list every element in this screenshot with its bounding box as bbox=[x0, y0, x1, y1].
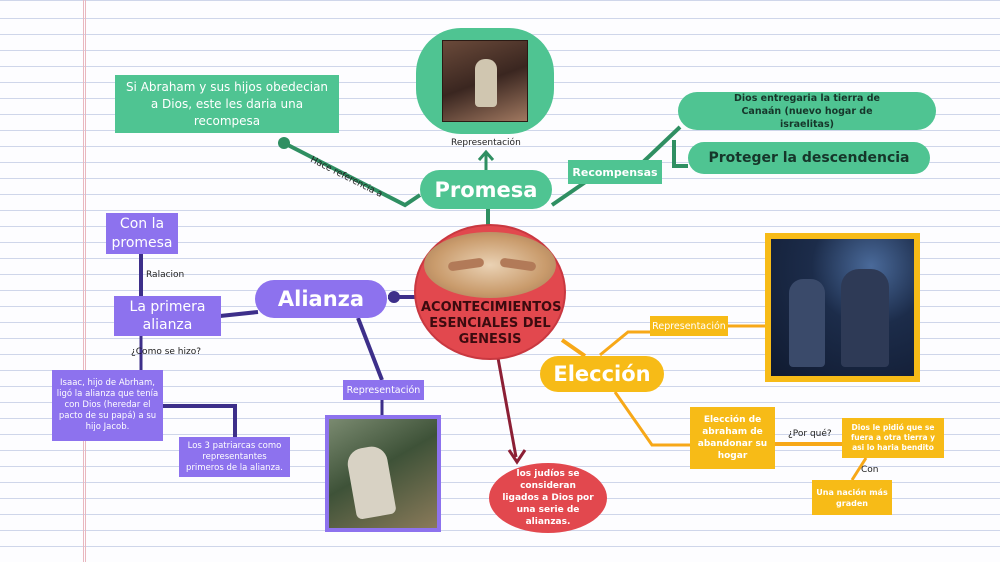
link-isaac-patriarcas bbox=[162, 404, 237, 437]
link-alianza-primera bbox=[219, 310, 259, 318]
reward-descendencia[interactable]: Proteger la descendencia bbox=[688, 142, 930, 174]
link-dios-pidio-nacion bbox=[850, 457, 868, 481]
primera-alianza-box[interactable]: La primera alianza bbox=[114, 296, 221, 336]
eleccion-representacion-label[interactable]: Representación bbox=[650, 316, 728, 336]
praying-abraham-shape bbox=[345, 444, 397, 520]
praying-figure-shape bbox=[475, 59, 497, 107]
creation-of-adam-image bbox=[424, 232, 556, 298]
hand-right-shape bbox=[499, 257, 537, 272]
promesa-description[interactable]: Si Abraham y sus hijos obedecian a Dios,… bbox=[115, 75, 339, 133]
alianza-node[interactable]: Alianza bbox=[255, 280, 387, 318]
praying-man-image bbox=[442, 40, 528, 122]
central-title: ACONTECIMIENTOS ESENCIALES DEL GENESIS bbox=[421, 300, 562, 347]
abraham-praying-image bbox=[325, 415, 441, 532]
link-dot-alianza bbox=[388, 291, 400, 303]
ralacion-label: Ralacion bbox=[146, 270, 185, 280]
como-se-hizo-label: ¿Como se hizo? bbox=[131, 347, 202, 357]
con-label: Con bbox=[861, 465, 879, 475]
link-center-eleccion bbox=[560, 338, 587, 358]
recompensas-node[interactable]: Recompensas bbox=[568, 160, 662, 184]
abraham-stars-image bbox=[765, 233, 920, 382]
promesa-image-frame bbox=[416, 28, 554, 134]
central-node[interactable]: ACONTECIMIENTOS ESENCIALES DEL GENESIS bbox=[414, 224, 566, 360]
arrow-promesa-representacion bbox=[477, 149, 495, 161]
arrow-center-judios bbox=[507, 449, 527, 465]
alianza-representacion-label[interactable]: Representación bbox=[343, 380, 424, 400]
judios-node[interactable]: los judíos se consideran ligados a Dios … bbox=[489, 463, 607, 533]
dios-pidio-box[interactable]: Dios le pidió que se fuera a otra tierra… bbox=[842, 418, 944, 458]
hand-left-shape bbox=[447, 257, 485, 272]
link-promesa-hace-referencia bbox=[283, 141, 422, 208]
figure-right-shape bbox=[841, 269, 889, 367]
link-recompensas-canaan bbox=[638, 125, 682, 167]
reward-canaan[interactable]: Dios entregaria la tierra de Canaán (nue… bbox=[678, 92, 936, 130]
margin-line-left bbox=[83, 0, 84, 562]
link-recompensas-descendencia bbox=[672, 140, 688, 168]
link-dot-hace-referencia bbox=[278, 137, 290, 149]
nacion-box[interactable]: Una nación más graden bbox=[812, 480, 892, 515]
isaac-box[interactable]: Isaac, hijo de Abrham, ligó la alianza q… bbox=[52, 370, 163, 441]
con-la-promesa-box[interactable]: Con la promesa bbox=[106, 213, 178, 254]
eleccion-node[interactable]: Elección bbox=[540, 356, 664, 392]
por-que-label: ¿Por qué? bbox=[788, 429, 832, 439]
link-eleccion-representacion bbox=[599, 330, 650, 357]
margin-line-left-2 bbox=[85, 0, 86, 562]
link-alianza-representacion bbox=[356, 317, 384, 381]
patriarcas-box[interactable]: Los 3 patriarcas como representantes pri… bbox=[179, 437, 290, 477]
promesa-representacion-label: Representación bbox=[451, 138, 521, 148]
figure-left-shape bbox=[789, 279, 825, 367]
promesa-node[interactable]: Promesa bbox=[420, 170, 552, 209]
link-eleccion-abandonar bbox=[613, 391, 690, 447]
link-center-judios bbox=[496, 357, 518, 458]
abandonar-hogar-box[interactable]: Elección de abraham de abandonar su hoga… bbox=[690, 407, 775, 469]
